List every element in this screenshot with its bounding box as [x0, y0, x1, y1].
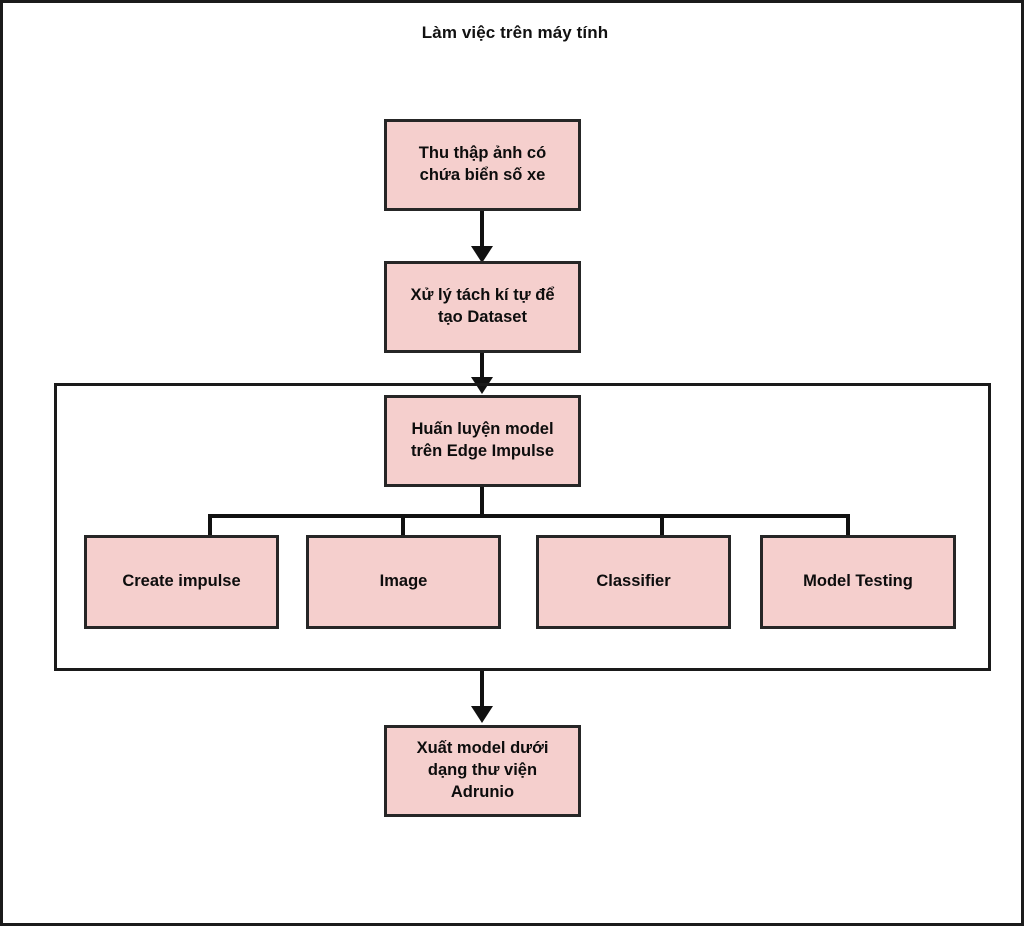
- node-train-model[interactable]: Huấn luyện model trên Edge Impulse: [384, 395, 581, 487]
- node-create-impulse[interactable]: Create impulse: [84, 535, 279, 629]
- connector-collect-to-dataset: [480, 211, 484, 249]
- node-collect-images[interactable]: Thu thập ảnh có chứa biển số xe: [384, 119, 581, 211]
- connector-group-to-export: [480, 671, 484, 709]
- node-image[interactable]: Image: [306, 535, 501, 629]
- node-create-dataset[interactable]: Xử lý tách kí tự để tạo Dataset: [384, 261, 581, 353]
- arrowhead-group-to-export: [471, 706, 493, 723]
- group-edge-impulse-container: [54, 383, 991, 671]
- connector-train-to-bus: [480, 487, 484, 518]
- connector-bus-to-model-testing: [846, 514, 850, 537]
- connector-bus-to-create-impulse: [208, 514, 212, 537]
- connector-bus-to-image: [401, 514, 405, 537]
- connector-dataset-to-train: [480, 353, 484, 384]
- node-model-testing[interactable]: Model Testing: [760, 535, 956, 629]
- arrowhead-collect-to-dataset: [471, 246, 493, 263]
- node-export-model[interactable]: Xuất model dưới dạng thư viện Adrunio: [384, 725, 581, 817]
- connector-bus-to-classifier: [660, 514, 664, 537]
- branch-bus-horizontal: [208, 514, 850, 518]
- page-title: Làm việc trên máy tính: [421, 23, 609, 42]
- node-classifier[interactable]: Classifier: [536, 535, 731, 629]
